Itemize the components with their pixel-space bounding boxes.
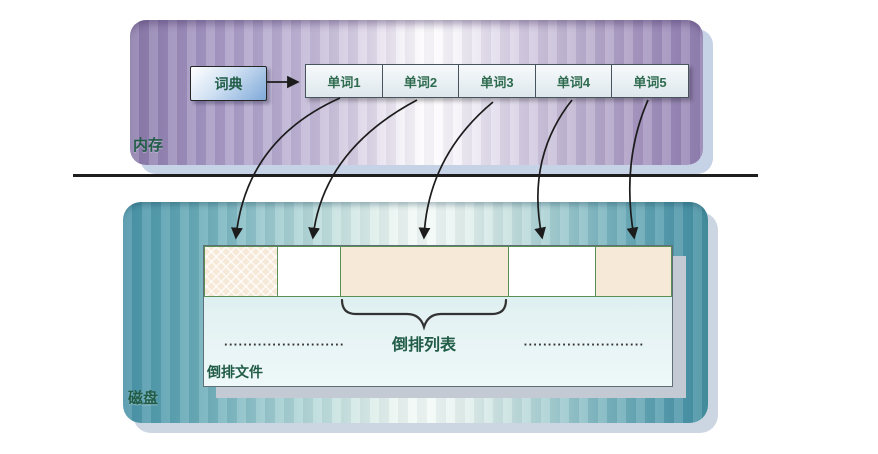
memory-disk-divider: [73, 174, 758, 177]
disk-panel-label: 磁盘: [128, 390, 159, 407]
word-cell-1: 单词1: [305, 64, 383, 98]
segment-1-hatched: [204, 246, 278, 297]
segment-3-list: [340, 246, 509, 297]
word-cell-5: 单词5: [611, 64, 689, 98]
word-cell-3: 单词3: [458, 64, 536, 98]
dotted-ellipsis-right: ·························: [523, 338, 645, 351]
segment-2-empty: [277, 246, 341, 297]
dictionary-box: 词典: [190, 66, 267, 101]
word-cell-4: 单词4: [534, 64, 613, 98]
word-row: 单词1 单词2 单词3 单词4 单词5: [305, 64, 689, 98]
inverted-list-label: 倒排列表: [391, 337, 456, 354]
inverted-file-box: [203, 245, 673, 387]
memory-panel-label: 内存: [133, 137, 164, 154]
segment-4-empty: [508, 246, 596, 297]
inverted-file-label: 倒排文件: [207, 364, 263, 380]
word-cell-2: 单词2: [381, 64, 460, 98]
segment-strip: [204, 246, 672, 297]
dotted-ellipsis-left: ·························: [224, 338, 344, 351]
segment-5-list: [595, 246, 672, 297]
